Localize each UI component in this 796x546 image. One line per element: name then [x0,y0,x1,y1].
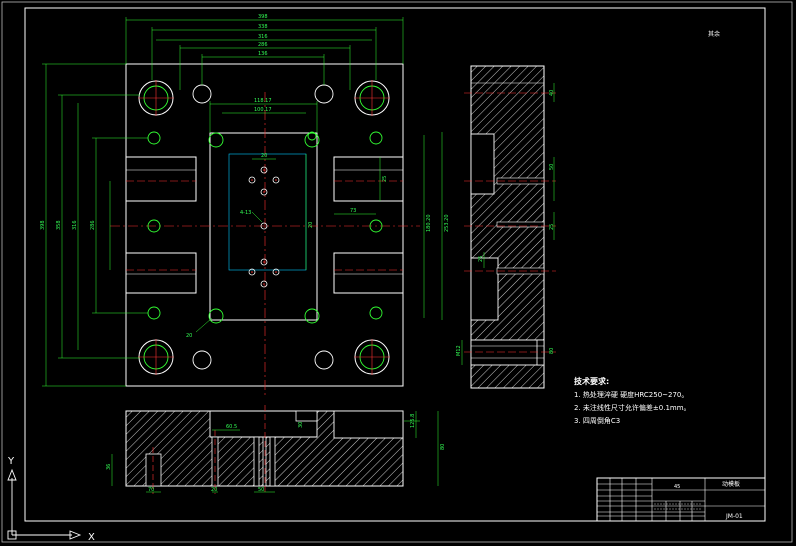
dim-bottom-1: 60.5 [226,424,237,430]
guide-hole-tl [138,80,174,116]
ucs-icon [7,468,82,540]
guide-hole-tr [354,80,390,116]
dim-bottom-5: 36 [106,464,112,470]
plan-view: 398 338 316 286 136 118.17 100.17 20 398… [40,14,450,395]
title-drawing-no: JM-01 [725,513,743,520]
tech-item-2: 2. 未注线性尺寸允许偏差±0.1mm。 [574,403,691,412]
tech-requirements: 技术要求: 1. 热处理淬硬 硬度HRC250~270。 2. 未注线性尺寸允许… [574,376,691,425]
dim-bottom-7: 20 [211,487,217,493]
left-slot-top [125,156,197,202]
dim-center-1: 20 [308,222,314,228]
dim-bottom-2: 30 [298,422,304,428]
dim-left-4: 286 [90,220,96,230]
dim-right-2: 253.20 [444,215,450,233]
dim-diag-2: 20 [186,333,192,339]
side-section-view: 40 50 25 M12 25 80 [456,65,556,389]
dim-side-view-6: 80 [549,348,555,354]
guide-hole-bl [138,339,174,375]
dim-side-h-2: 25 [382,176,388,182]
title-part-name: 动模板 [722,480,740,488]
bottom-section-view: 60.5 30 125.8 80 36 70 20 50 [106,405,446,494]
dim-left-1: 398 [40,220,46,230]
dim-left-2: 358 [56,220,62,230]
dim-side-view-5: 25 [478,256,484,262]
dim-top-3: 316 [258,34,268,40]
right-slot-bottom [333,252,404,294]
dim-left-3: 316 [72,220,78,230]
dim-right-1: 180.20 [426,215,432,233]
dim-side-view-1: 40 [549,90,555,96]
tech-item-1: 1. 热处理淬硬 硬度HRC250~270。 [574,390,688,399]
left-slot-bottom [125,252,197,294]
dim-mid-1: 118.17 [254,98,272,104]
dim-lines-top [125,17,404,160]
corner-note: 其余 [708,30,720,38]
dim-mid-2: 100.17 [254,107,272,113]
dim-lines-left [42,63,148,387]
axis-x-label: X [88,532,95,543]
dim-side-view-4: M12 [456,345,462,356]
title-scale: 45 [674,484,680,490]
dim-side-view-2: 50 [549,164,555,170]
dim-diag-1: 4-13 [240,210,251,216]
dim-top-1: 398 [258,14,268,20]
dim-bottom-6: 70 [148,487,154,493]
screw-holes-medium [192,84,334,370]
dim-bottom-4: 80 [440,444,446,450]
tech-item-3: 3. 四周倒角C3 [574,416,620,425]
title-block [596,477,766,522]
dim-bottom-8: 50 [258,487,264,493]
plate-outline [125,63,404,387]
dim-small-1: 20 [261,153,267,159]
dim-side-view-3: 25 [549,224,555,230]
dim-bottom-3: 125.8 [410,414,416,428]
dim-top-4: 286 [258,42,268,48]
dim-lines-right [305,132,443,320]
ejector-holes [248,166,280,288]
dim-top-2: 338 [258,24,268,30]
inner-frame [24,7,766,522]
cavity-outline [209,132,318,321]
right-slot-top [333,156,404,202]
tech-title: 技术要求: [574,376,609,386]
dim-center-2: 73 [350,208,356,214]
axis-y-label: Y [7,456,15,467]
guide-hole-br [354,339,390,375]
dim-top-5: 136 [258,51,268,57]
